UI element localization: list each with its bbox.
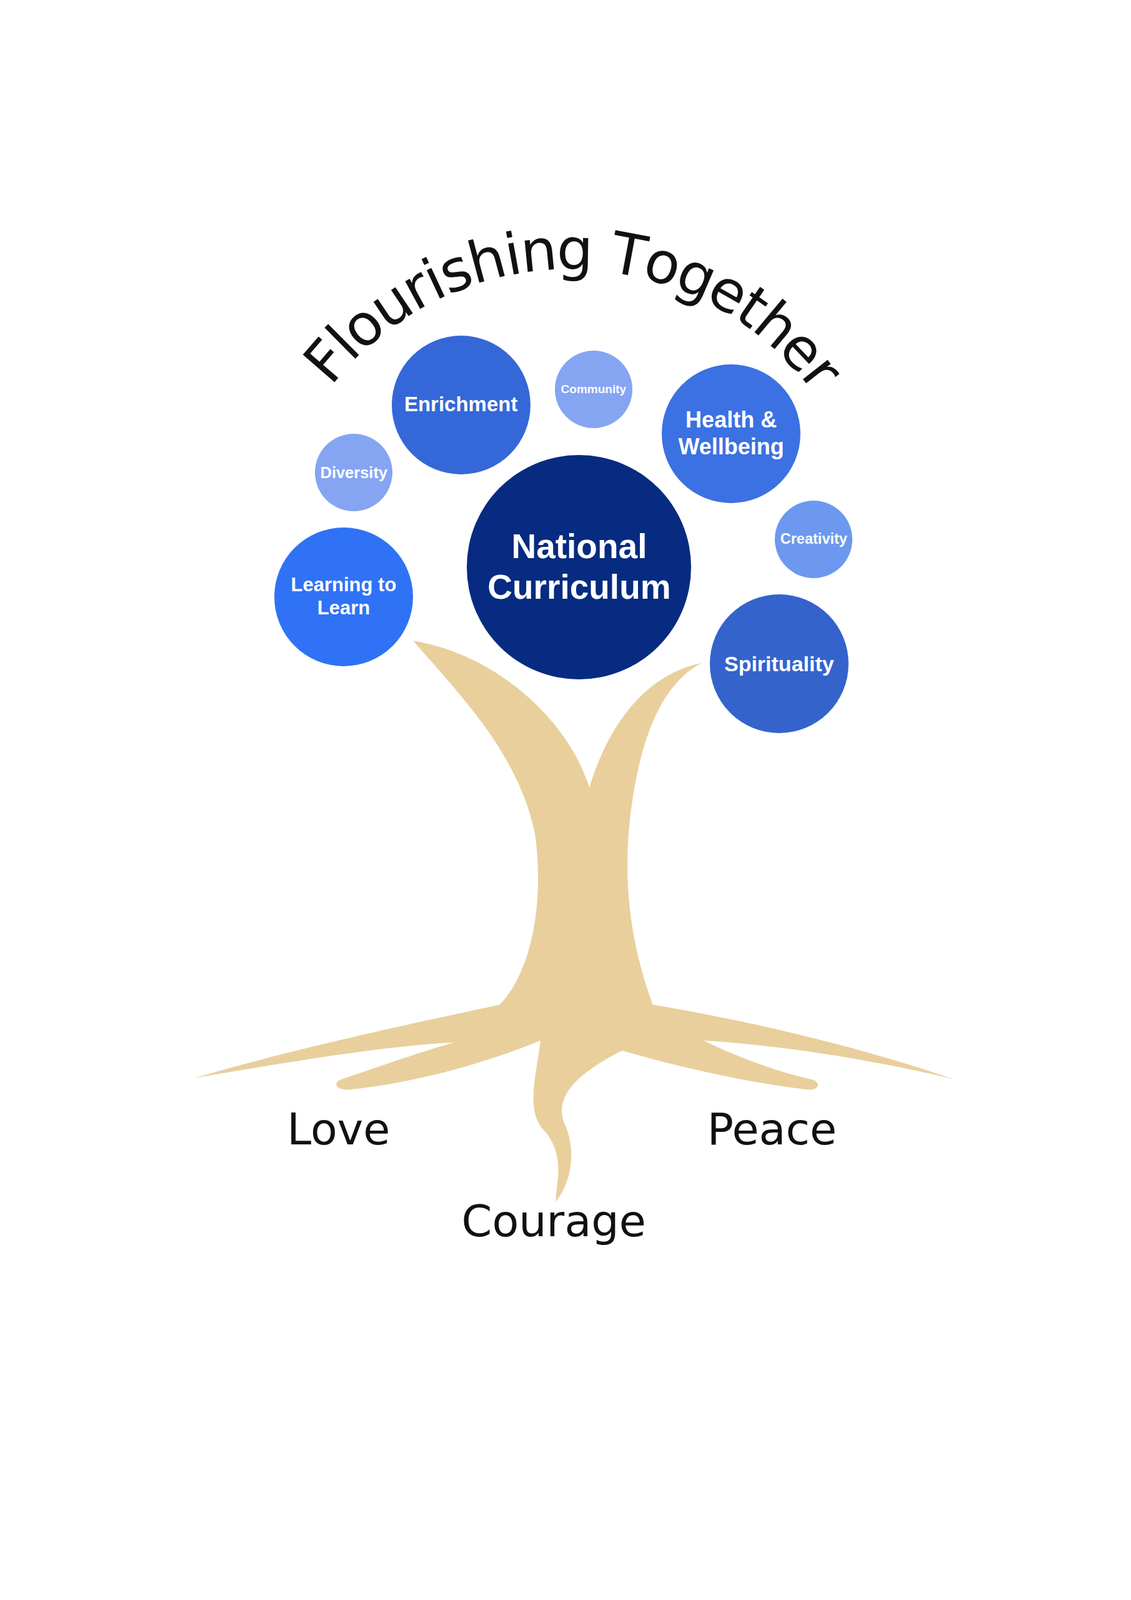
- value-word: Courage: [461, 1195, 647, 1247]
- topic-circle: Spirituality: [709, 594, 849, 733]
- arc-title: Flourishing Together: [0, 0, 1131, 1]
- circle-label: Creativity: [780, 530, 848, 549]
- value-word: Peace: [707, 1103, 837, 1155]
- circle-label: Diversity: [319, 463, 388, 482]
- topic-circle: Community: [554, 350, 633, 429]
- circle-fill: [391, 335, 531, 475]
- topic-circle: Diversity: [314, 433, 393, 512]
- circle-label: Community: [561, 382, 627, 397]
- circle-fill: [466, 454, 692, 680]
- circle-label: Health & Wellbeing: [674, 406, 788, 460]
- topic-circle: Creativity: [774, 500, 853, 578]
- topic-circle: Enrichment: [391, 335, 531, 475]
- topic-circle: Health & Wellbeing: [661, 364, 801, 504]
- topic-circle: Learning to Learn: [274, 527, 414, 667]
- circle-fill: [774, 500, 853, 578]
- circle-label: Enrichment: [404, 392, 519, 417]
- circle-shape: [466, 454, 692, 680]
- circle-fill: [314, 433, 393, 512]
- value-word: Love: [286, 1103, 390, 1155]
- title-letter: n: [517, 221, 560, 282]
- circle-fill: [554, 350, 633, 429]
- circle-fill: [274, 527, 414, 667]
- circle-label: National Curriculum: [483, 526, 677, 608]
- title-letter: g: [556, 221, 594, 280]
- circle-label: Spirituality: [724, 651, 835, 677]
- topic-circle: National Curriculum: [466, 454, 692, 680]
- tree-trunk: [193, 640, 954, 1202]
- circle-fill: [709, 594, 849, 733]
- circle-label: Learning to Learn: [286, 573, 401, 620]
- circle-fill: [661, 364, 801, 504]
